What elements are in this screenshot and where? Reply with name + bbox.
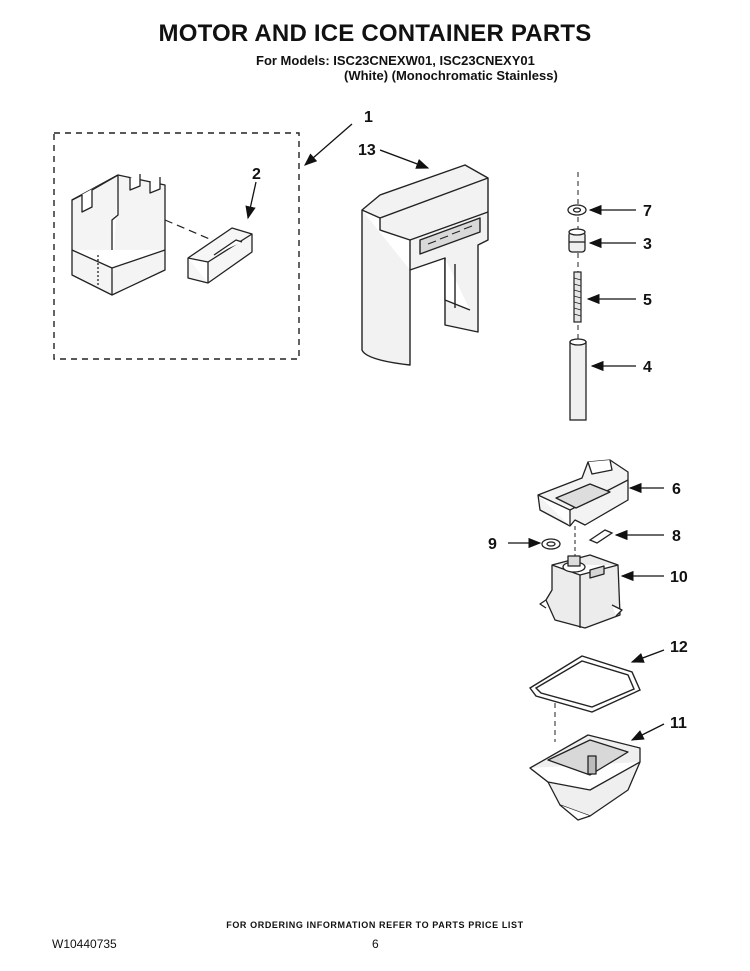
callout-9: 9: [488, 536, 497, 553]
callout-13: 13: [358, 142, 376, 159]
part-9-washer: [541, 538, 561, 550]
callout-4: 4: [643, 359, 652, 376]
colors-line: (White) (Monochromatic Stainless): [344, 68, 558, 83]
callout-1: 1: [364, 109, 373, 126]
page-number: 6: [372, 937, 379, 951]
part-10-motor: [539, 554, 623, 629]
leader-13: [379, 149, 430, 169]
part-2-bracket: [187, 227, 253, 284]
part-5-threaded-rod: [573, 271, 582, 323]
part-13-dispenser-cover: [361, 164, 489, 366]
part-1-ice-bracket: [71, 174, 166, 296]
leader-1: [304, 123, 353, 166]
leader-11: [630, 723, 665, 741]
part-11-housing: [529, 734, 641, 821]
page-title: MOTOR AND ICE CONTAINER PARTS: [158, 20, 592, 47]
part-3-coupler: [568, 228, 586, 253]
callout-11: 11: [670, 715, 687, 732]
callout-8: 8: [672, 528, 681, 545]
ordering-note: FOR ORDERING INFORMATION REFER TO PARTS …: [226, 920, 524, 930]
callout-6: 6: [672, 481, 681, 498]
callout-5: 5: [643, 292, 652, 309]
part-6-motor-mount: [537, 459, 629, 527]
part-4-tube: [569, 338, 587, 421]
part-8-clip: [588, 529, 614, 544]
kit-dashed-box: [53, 132, 300, 360]
document-number: W10440735: [52, 937, 117, 951]
callout-12: 12: [670, 639, 688, 656]
part-12-gasket: [528, 655, 641, 713]
leader-2: [245, 181, 257, 220]
part-7-washer: [567, 204, 587, 216]
models-line: For Models: ISC23CNEXW01, ISC23CNEXY01: [256, 53, 535, 68]
callout-2: 2: [252, 166, 261, 183]
callout-7: 7: [643, 203, 652, 220]
callout-3: 3: [643, 236, 652, 253]
callout-10: 10: [670, 569, 688, 586]
leader-12: [630, 649, 665, 663]
